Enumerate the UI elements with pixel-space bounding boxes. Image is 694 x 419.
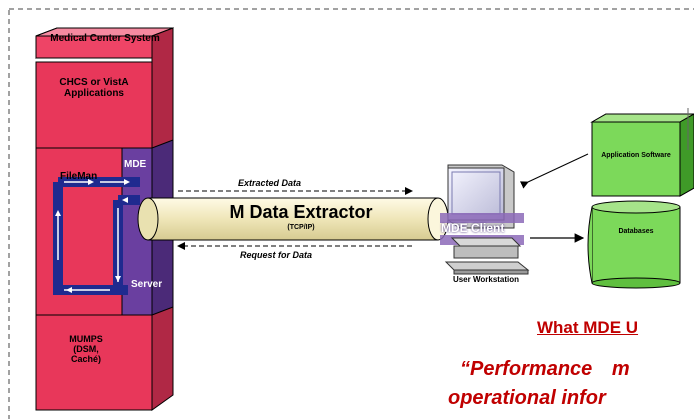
mumps-section [35,314,153,411]
dashed-frame [8,8,694,419]
data-flow-loop [53,177,140,295]
request-data-label: Request for Data [240,250,313,260]
extracted-data-label: Extracted Data [238,178,302,188]
mumps-label: MUMPS (DSM, Caché) [69,334,103,364]
note-quote-line1: “Performance m [460,358,630,380]
mde-label: MDE [124,159,147,170]
to-application-arrow [519,153,589,189]
user-workstation [440,164,530,275]
workstation-caption: User Workstation [452,275,520,284]
tower-title: Medical Center System [50,33,160,44]
apps-label: CHCS or VistA Applications [40,77,148,99]
application-software-label: Application Software [601,152,671,159]
server-label: Server [131,279,163,290]
extractor-title: M Data Extractor [229,202,373,222]
application-software-box [590,113,694,197]
apps-label-text: CHCS or VistA Applications [59,77,129,99]
note-quote-line2: operational infor [448,387,606,409]
fileman-label: FileMan [60,171,98,182]
m-data-extractor-pipe [137,197,449,241]
extractor-subtitle: (TCP/IP) [287,224,315,231]
monitor-screen [447,167,505,221]
note-title: What MDE U [537,318,639,337]
apps-section [35,61,153,149]
databases-label: Databases [618,228,654,235]
databases-cylinder [587,200,681,289]
mde-client-label: MDE Client [441,221,505,235]
